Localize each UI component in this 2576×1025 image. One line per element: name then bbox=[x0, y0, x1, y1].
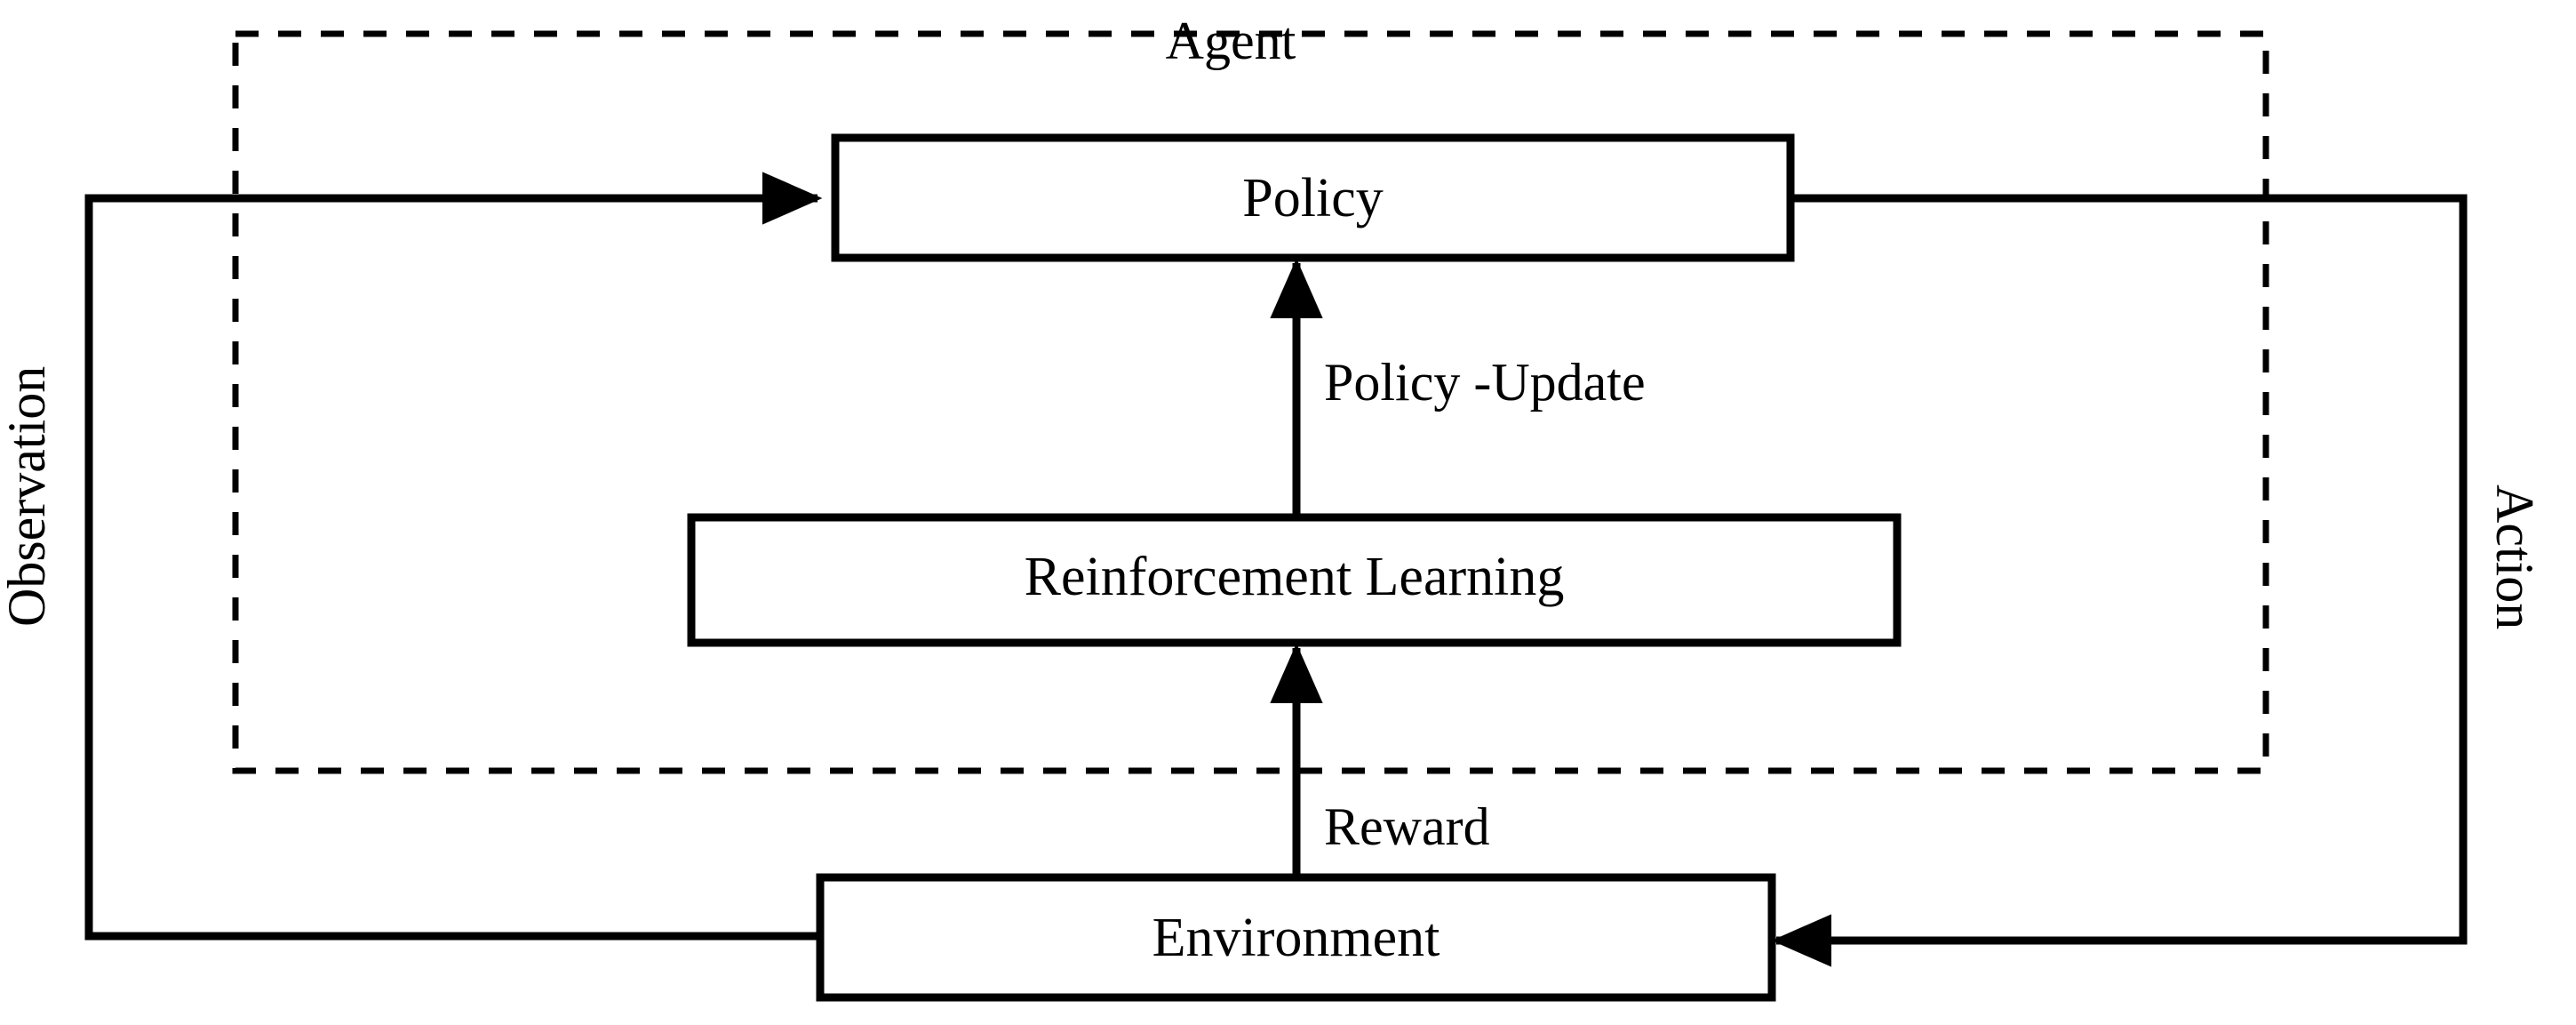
reinforcement-learning-node-label: Reinforcement Learning bbox=[1024, 547, 1565, 607]
policy-update-edge-label: Policy -Update bbox=[1324, 353, 1646, 412]
environment-node-box[interactable] bbox=[816, 873, 1776, 1002]
observation-path bbox=[84, 172, 823, 941]
reward-edge-label: Reward bbox=[1324, 797, 1490, 856]
agent-group-label: Agent bbox=[1165, 12, 1296, 70]
policy-node-box[interactable] bbox=[831, 133, 1795, 262]
environment-node-label: Environment bbox=[1152, 908, 1440, 968]
action-path bbox=[1771, 194, 2468, 967]
reinforcement-learning-node-box[interactable] bbox=[687, 513, 1902, 647]
observation-edge-label: Observation bbox=[0, 365, 56, 627]
action-edge-label: Action bbox=[2485, 484, 2544, 630]
policy-node-label: Policy bbox=[1242, 168, 1384, 228]
agent-group-box bbox=[232, 30, 2269, 774]
